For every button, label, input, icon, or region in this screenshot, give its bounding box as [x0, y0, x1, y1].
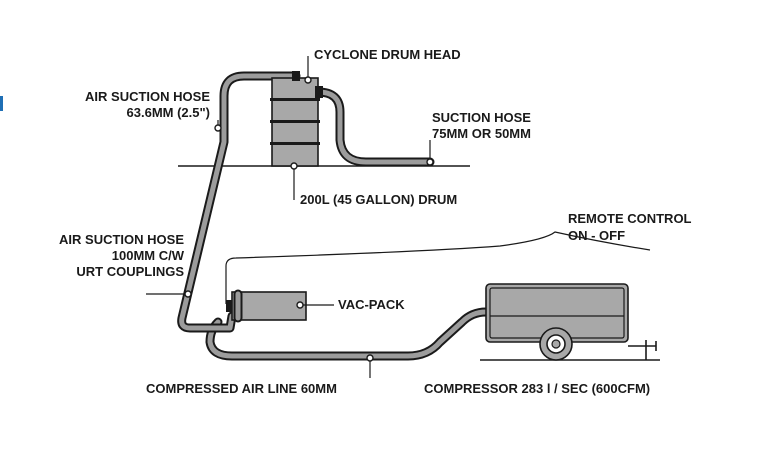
label-drum: 200L (45 GALLON) DRUM	[300, 192, 457, 207]
label-suction-hose-line1: SUCTION HOSE	[432, 110, 531, 125]
air-suction-hose	[177, 71, 301, 333]
callout-dot-suction-hose	[426, 158, 434, 166]
callout-dot-drum-head	[304, 76, 312, 84]
callout-dot-compressed-air-line	[366, 354, 374, 362]
label-cyclone-drum-head: CYCLONE DRUM HEAD	[314, 47, 461, 62]
label-remote-control-line2: ON - OFF	[568, 228, 625, 243]
label-air-suction-hose-top-line1: AIR SUCTION HOSE	[85, 89, 210, 104]
label-remote-control-line1: REMOTE CONTROL	[568, 211, 692, 226]
remote-control-cable	[225, 231, 651, 304]
label-compressed-air-line: COMPRESSED AIR LINE 60MM	[146, 381, 337, 396]
callout-dot-air-hose-top	[214, 124, 222, 132]
compressed-air-line-hose	[205, 307, 491, 361]
label-suction-hose-line2: 75MM OR 50MM	[432, 126, 531, 141]
suction-hose	[313, 87, 435, 167]
label-air-suction-hose-mid-line2: 100MM C/W	[112, 248, 185, 263]
vac-pack	[226, 289, 307, 323]
label-air-suction-hose-mid-line1: AIR SUCTION HOSE	[59, 232, 184, 247]
callout-dot-vac-pack	[296, 301, 304, 309]
drum-outlet-coupling	[315, 86, 323, 98]
drum-head-coupling	[292, 71, 300, 81]
label-compressor: COMPRESSOR 283 l / SEC (600CFM)	[424, 381, 650, 396]
label-air-suction-hose-top-line2: 63.6MM (2.5")	[127, 105, 210, 120]
callout-dot-drum	[290, 162, 298, 170]
edge-accent-mark	[0, 96, 3, 111]
label-vac-pack: VAC-PACK	[338, 297, 405, 312]
callout-dot-air-hose-mid	[184, 290, 192, 298]
drum	[270, 77, 320, 167]
label-air-suction-hose-mid-line3: URT COUPLINGS	[76, 264, 184, 279]
compressor-trailer	[485, 283, 657, 361]
